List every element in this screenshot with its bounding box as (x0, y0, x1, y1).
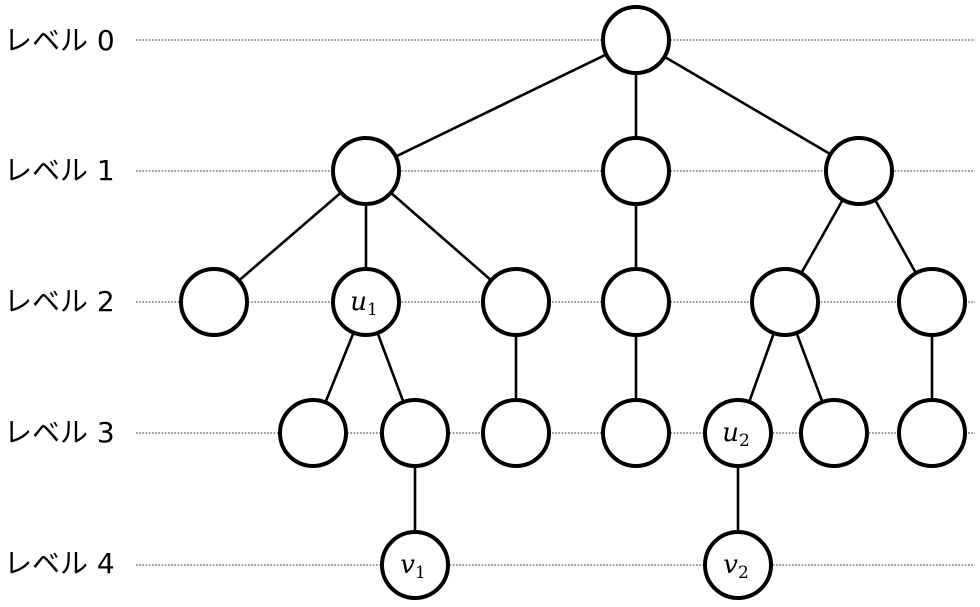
tree-node-c2a (897, 398, 967, 468)
tree-node-u1b (380, 398, 450, 468)
tree-edge-root-a (365, 38, 637, 173)
tree-node-v1 (380, 530, 450, 600)
level-label-1: レベル 1 (4, 154, 115, 187)
tree-node-c1b (799, 398, 869, 468)
tree-node-a1 (179, 267, 249, 337)
tree-node-a (331, 136, 401, 206)
level-label-2: レベル 2 (4, 285, 115, 318)
tree-node-u2 (703, 398, 773, 468)
tree-edge-root-c (635, 38, 860, 173)
tree-node-b1 (601, 267, 671, 337)
tree-node-u1 (331, 267, 401, 337)
level-label-0: レベル 0 (4, 24, 115, 57)
node-label-v1: v1 (400, 550, 426, 583)
level-label-4: レベル 4 (4, 547, 115, 580)
tree-node-a3 (481, 267, 551, 337)
tree-node-c2 (897, 267, 967, 337)
tree-node-c (824, 136, 894, 206)
tree-node-a3a (481, 398, 551, 468)
tree-node-u1a (278, 398, 348, 468)
node-label-v2: v2 (723, 550, 749, 583)
tree-node-b (601, 136, 671, 206)
level-label-3: レベル 3 (4, 416, 115, 449)
node-label-u2: u2 (722, 418, 750, 451)
tree-node-c1 (750, 267, 820, 337)
node-label-u1: u1 (350, 287, 378, 320)
tree-node-v2 (703, 530, 773, 600)
tree-node-root (601, 5, 671, 75)
tree-node-b1a (601, 398, 671, 468)
